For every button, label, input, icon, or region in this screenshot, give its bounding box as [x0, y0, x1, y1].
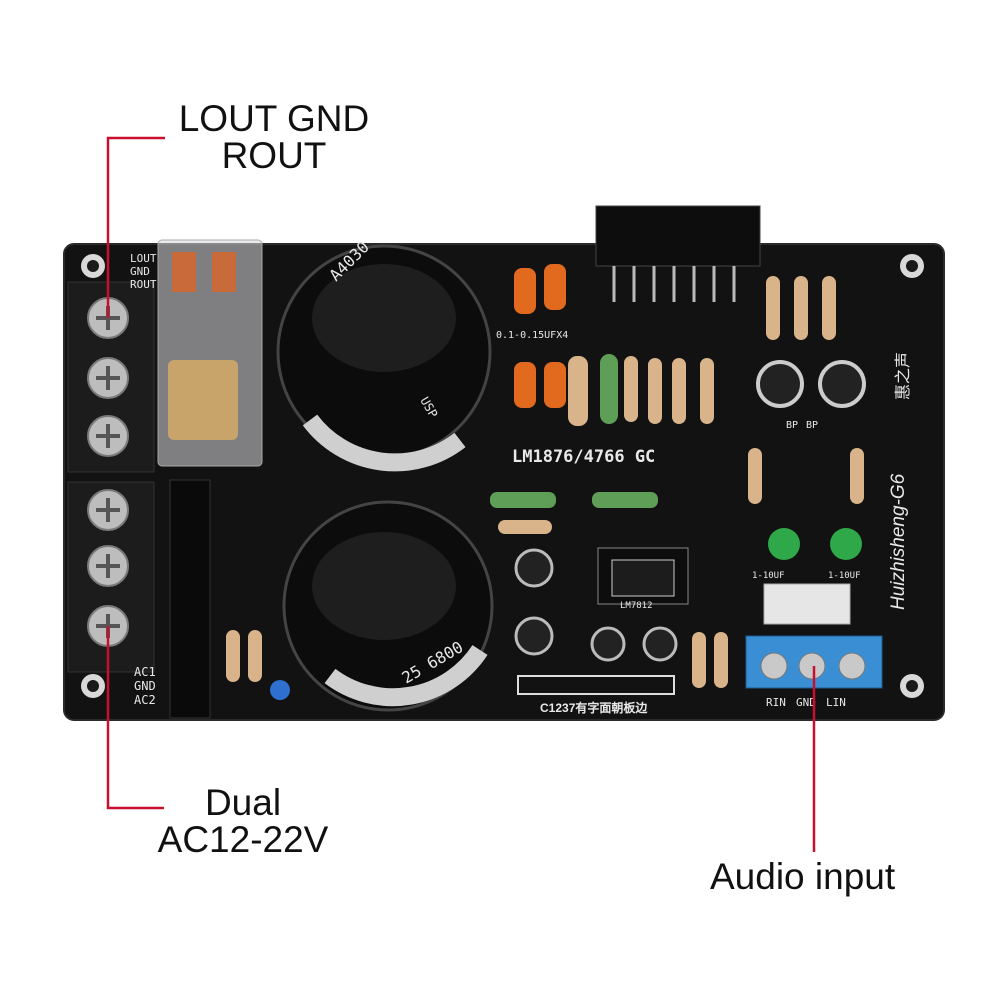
- relay: [157, 239, 263, 467]
- header-connector: [763, 583, 851, 625]
- out-label-rout: ROUT: [130, 278, 157, 291]
- amplifier-ic: [595, 205, 761, 302]
- bp-label-1: BP: [786, 420, 798, 431]
- out-label-gnd: GND: [130, 265, 150, 278]
- callout-power-line2: AC12-22V: [157, 819, 329, 860]
- film-cap-label: 0.1-0.15UFX4: [496, 330, 568, 341]
- cap-small-label-1: 1-10UF: [752, 571, 785, 581]
- in-label-gnd: GND: [796, 696, 816, 709]
- callout-input: Audio input: [710, 856, 896, 897]
- voltage-regulator: [597, 547, 689, 605]
- filter-capacitor-bottom: [282, 500, 494, 712]
- bottom-note: C1237有字面朝板边: [540, 700, 648, 715]
- out-label-lout: LOUT: [130, 252, 157, 265]
- callout-output: LOUT GND ROUT: [168, 100, 380, 174]
- filter-capacitor-top: [276, 244, 492, 472]
- callout-power-line1: Dual: [204, 782, 282, 823]
- callout-output-line1: LOUT GND: [178, 98, 370, 139]
- regulator-label: LM7812: [620, 601, 653, 611]
- heatsink-bar: [169, 479, 211, 719]
- bottom-chip-outline: [517, 675, 675, 695]
- chip-label: LM1876/4766 GC: [512, 447, 655, 467]
- mounting-holes: [81, 254, 924, 698]
- blue-capacitor: [270, 680, 290, 700]
- film-capacitors: [514, 264, 566, 408]
- callout-line-output: [106, 136, 165, 318]
- green-capacitor-right: [830, 528, 862, 560]
- in-label-lin: LIN: [826, 696, 846, 709]
- brand-cn-label: 惠之声: [894, 352, 912, 400]
- brand-label: Huizhisheng-G6: [888, 473, 909, 610]
- cap-small-label-2: 1-10UF: [828, 571, 861, 581]
- callout-lines: [106, 136, 816, 852]
- callout-power: Dual AC12-22V: [150, 784, 336, 858]
- ac-label-2: AC2: [134, 693, 156, 707]
- green-capacitor-left: [768, 528, 800, 560]
- bp-label-2: BP: [806, 420, 818, 431]
- callout-output-line2: ROUT: [221, 135, 327, 176]
- ac-label-1: AC1: [134, 665, 156, 679]
- callout-line-power: [106, 626, 164, 810]
- left-terminal-block: [67, 281, 155, 673]
- in-label-rin: RIN: [766, 696, 786, 709]
- ac-label-gnd: GND: [134, 679, 156, 693]
- resistors: [226, 276, 864, 688]
- small-capacitors: [270, 360, 866, 700]
